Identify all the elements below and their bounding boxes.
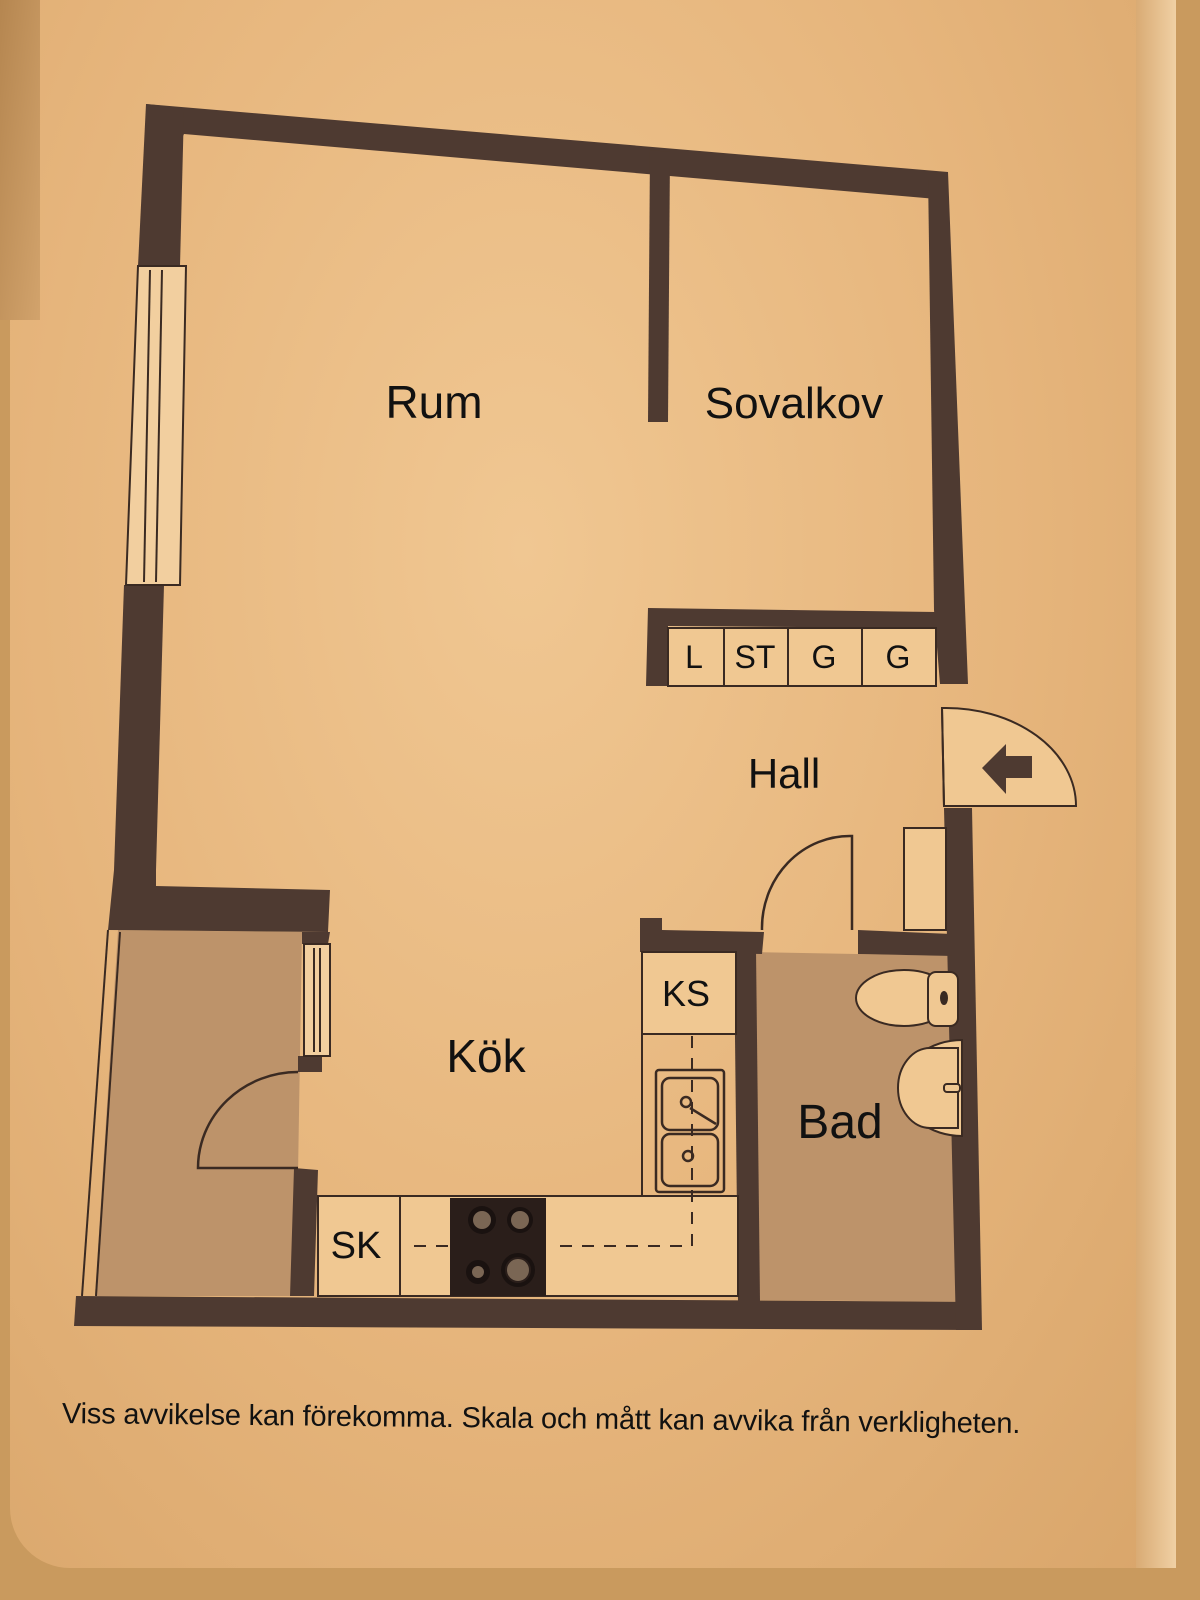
closet-label-st: ST xyxy=(735,639,776,675)
closet-row xyxy=(667,627,937,687)
window-rum xyxy=(124,265,188,586)
fixture-label-ks: KS xyxy=(662,973,710,1014)
bathroom-door-swing xyxy=(760,834,854,931)
bathroom-floor xyxy=(752,952,975,1302)
room-label-rum: Rum xyxy=(385,376,482,428)
cabinet-outline-dashed xyxy=(408,1036,693,1247)
stacked-pages-edge xyxy=(1136,0,1176,1568)
kitchen-sink-icon xyxy=(654,1068,726,1194)
room-label-hall: Hall xyxy=(748,750,820,797)
walls xyxy=(74,104,982,1330)
underlying-page-edge xyxy=(0,0,40,320)
hall-closet xyxy=(903,827,947,931)
balcony-floor xyxy=(95,930,302,1296)
balcony-outline xyxy=(81,929,121,1297)
room-label-bad: Bad xyxy=(797,1096,882,1149)
fixture-label-sk: SK xyxy=(331,1225,382,1267)
floor-plan: L ST G G xyxy=(74,104,1078,1330)
room-label-sovalkov: Sovalkov xyxy=(705,379,884,428)
balcony-door-swing xyxy=(196,1070,299,1170)
washbasin-icon xyxy=(897,1038,963,1138)
entrance-arrow-icon xyxy=(982,744,1032,794)
window-kok xyxy=(303,943,331,1057)
toilet-icon xyxy=(855,969,959,1027)
room-label-kok: Kök xyxy=(446,1030,526,1082)
closet-label-l: L xyxy=(685,639,703,675)
closet-label-g2: G xyxy=(886,639,911,675)
closet-label-g1: G xyxy=(812,639,837,675)
stove-icon xyxy=(450,1198,546,1296)
